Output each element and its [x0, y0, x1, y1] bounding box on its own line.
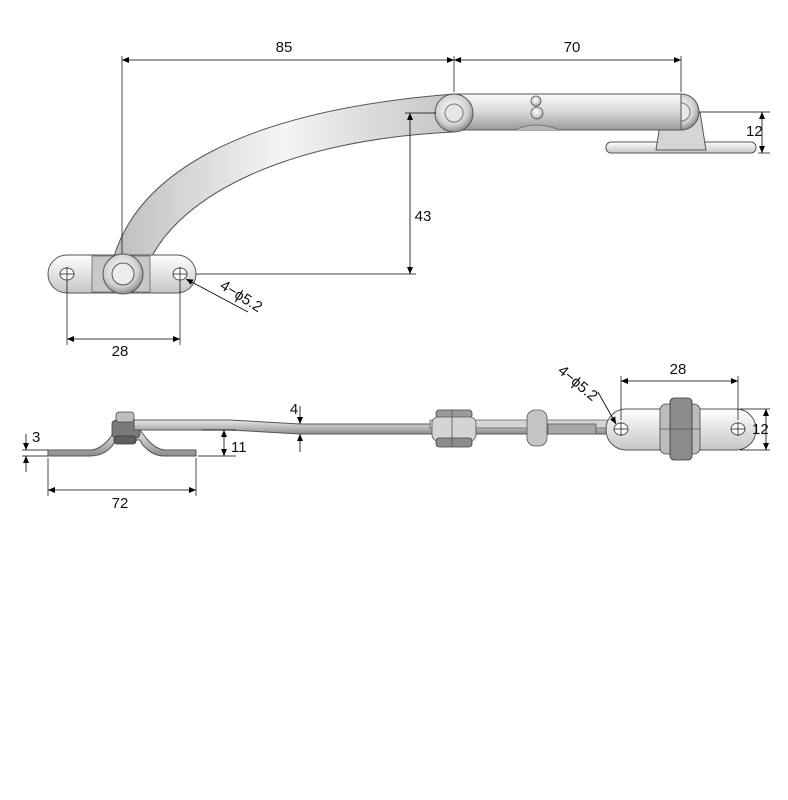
hole-callout-top: 4−ϕ5.2	[217, 277, 265, 316]
dim-72: 72	[112, 495, 129, 512]
dim-43: 43	[415, 208, 432, 225]
dim-3: 3	[32, 429, 40, 446]
side-view: 3 11 4 72 28 12 4−ϕ5.2	[22, 361, 770, 512]
dim-12-top: 12	[746, 123, 763, 140]
top-view: 85 70 12 43 28 4−ϕ5.2	[47, 39, 770, 360]
dim-85: 85	[276, 39, 293, 56]
dim-70: 70	[564, 39, 581, 56]
side-middle-pivot	[431, 409, 477, 448]
arm-notch	[514, 124, 561, 131]
side-right-bracket	[605, 397, 757, 461]
side-left-pivot	[111, 411, 141, 445]
dim-28-top: 28	[112, 343, 129, 360]
middle-pivot	[434, 93, 474, 133]
dim-28-side: 28	[670, 361, 687, 378]
curved-arm	[109, 93, 455, 273]
dim-11: 11	[231, 439, 247, 456]
straight-arm	[453, 93, 682, 131]
hole-callout-side: 4−ϕ5.2	[554, 362, 600, 405]
side-base-plate	[47, 429, 197, 457]
stop-knob	[530, 95, 542, 107]
stop-knob-lower	[530, 106, 544, 120]
side-stop-knob	[526, 409, 597, 447]
dim-12-side: 12	[752, 421, 769, 438]
dim-4: 4	[290, 401, 298, 418]
